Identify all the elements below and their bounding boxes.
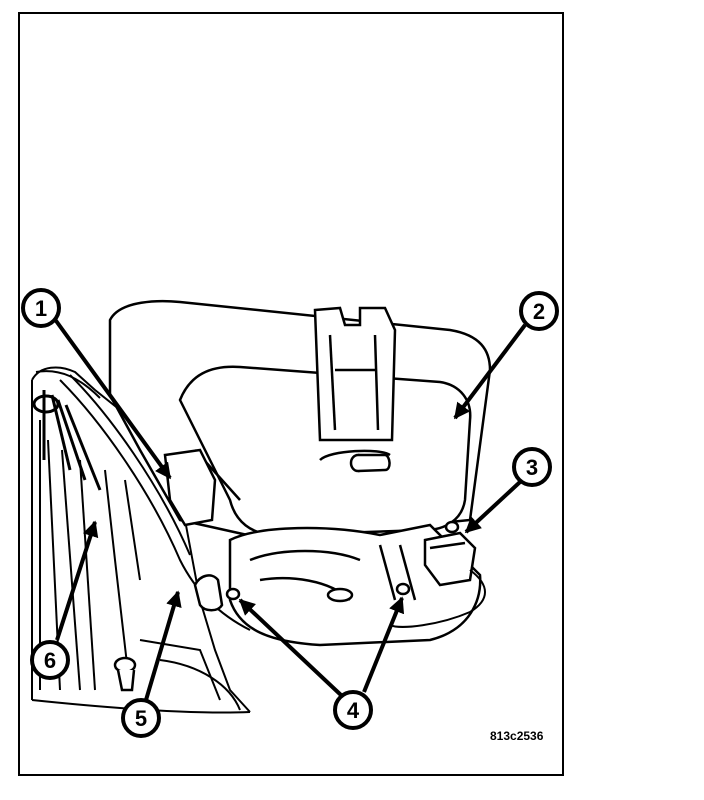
callout-3: 3 bbox=[512, 447, 552, 487]
motor-mount-tab bbox=[163, 448, 217, 527]
leader-4a bbox=[238, 598, 344, 698]
callout-4: 4 bbox=[333, 690, 373, 730]
housing-shading bbox=[42, 390, 102, 491]
wire-harness bbox=[59, 379, 251, 631]
leader-6 bbox=[55, 520, 99, 641]
callout-1: 1 bbox=[21, 288, 61, 328]
leader-4b bbox=[362, 596, 405, 693]
figure-id: 813c2536 bbox=[490, 729, 544, 743]
callout-6: 6 bbox=[30, 640, 70, 680]
svg-text:5: 5 bbox=[135, 706, 147, 731]
svg-text:1: 1 bbox=[35, 296, 47, 321]
svg-text:2: 2 bbox=[533, 299, 545, 324]
motor-screw-right bbox=[395, 582, 411, 596]
retainer-clip bbox=[193, 574, 224, 612]
motor-screw-left bbox=[225, 587, 241, 601]
cover-pin bbox=[349, 453, 391, 473]
motor-connector bbox=[423, 520, 477, 587]
lower-fastener bbox=[113, 656, 137, 692]
wire-harness-2 bbox=[69, 374, 191, 556]
svg-text:3: 3 bbox=[526, 455, 538, 480]
svg-text:4: 4 bbox=[347, 698, 360, 723]
motor-wire bbox=[389, 569, 486, 628]
leader-2 bbox=[453, 323, 527, 420]
housing-port bbox=[32, 394, 60, 414]
callout-5: 5 bbox=[121, 698, 161, 738]
blower-motor bbox=[228, 523, 482, 647]
callout-2: 2 bbox=[519, 291, 559, 331]
leader-lines bbox=[52, 316, 527, 701]
cover-bracket bbox=[313, 306, 397, 442]
leader-5 bbox=[144, 590, 182, 701]
svg-text:6: 6 bbox=[44, 648, 56, 673]
leader-1 bbox=[52, 316, 172, 480]
leader-3 bbox=[464, 480, 522, 534]
